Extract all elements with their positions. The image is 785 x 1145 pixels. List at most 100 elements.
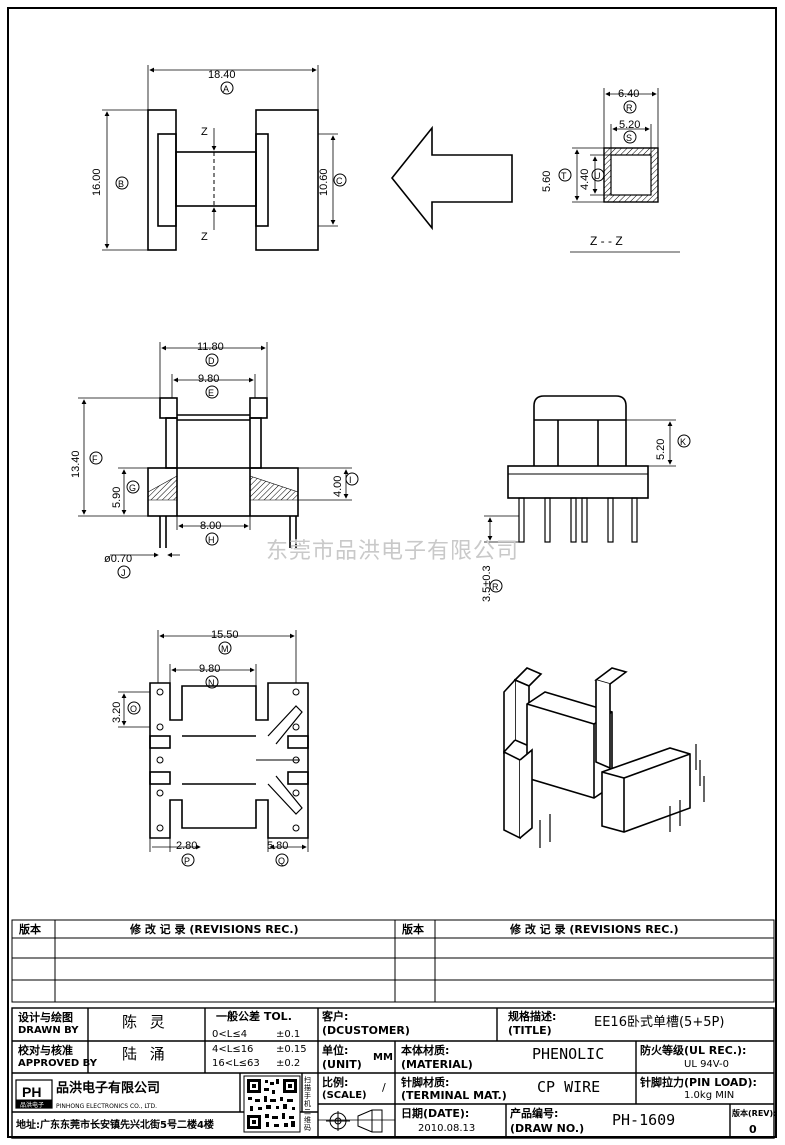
tol-range-1: 0<L≤4 xyxy=(212,1029,248,1040)
company-logo xyxy=(15,1079,53,1109)
section-label: Z - - Z xyxy=(590,234,623,248)
title-block xyxy=(11,1007,775,1139)
date-label: 日期(DATE): xyxy=(401,1107,470,1120)
dim-U-value: 4.40 xyxy=(579,169,591,190)
dim-F-value: 13.40 xyxy=(70,450,82,478)
tolerance-title: 一般公差 TOL. xyxy=(216,1010,292,1023)
material-value: PHENOLIC xyxy=(532,1045,605,1063)
dim-E-value: 9.80 xyxy=(198,373,219,385)
dim-R2-value: 3.5±0.3 xyxy=(481,565,493,602)
title-value: EE16卧式单槽(5+5P) xyxy=(594,1015,725,1030)
company-name-en: PINHONG ELECTRONICS CO., LTD. xyxy=(56,1103,158,1110)
dim-O-tag: O xyxy=(130,704,137,714)
tol-val-2: ±0.15 xyxy=(276,1044,307,1055)
scale-label-en: (SCALE) xyxy=(322,1090,367,1101)
dim-Q-tag: Q xyxy=(278,856,285,866)
flame-value: UL 94V-0 xyxy=(684,1059,730,1070)
dim-F-tag: F xyxy=(92,454,98,464)
dim-T-tag: T xyxy=(561,171,567,181)
logo-mark: PH xyxy=(22,1084,41,1100)
unit-label-en: (UNIT) xyxy=(322,1058,362,1071)
dim-K-tag: K xyxy=(680,437,686,447)
drawn-by-label-cn: 设计与绘图 xyxy=(18,1011,73,1024)
dim-P-tag: P xyxy=(184,856,190,866)
dim-B-tag: B xyxy=(118,179,124,189)
dim-S-value: 5.20 xyxy=(619,119,640,131)
flame-label: 防火等级(UL REC.): xyxy=(640,1044,747,1057)
dim-R2-tag: R xyxy=(492,582,499,592)
tol-range-2: 4<L≤16 xyxy=(212,1044,254,1055)
rev-col-version: 版本 xyxy=(19,923,41,936)
sheet-frame xyxy=(7,7,777,1138)
dim-G-tag: G xyxy=(129,483,136,493)
tol-range-3: 16<L≤63 xyxy=(212,1058,260,1069)
approved-by-name: 陆 涌 xyxy=(122,1045,169,1063)
draw-no-value: PH-1609 xyxy=(612,1111,676,1129)
section-z-bottom: Z xyxy=(201,231,208,243)
material-label-en: (MATERIAL) xyxy=(401,1058,473,1071)
draw-no-label-en: (DRAW NO.) xyxy=(510,1122,585,1135)
qr-caption: 扫描手机二维码 xyxy=(304,1076,311,1132)
dim-J-value: ø0.70 xyxy=(104,553,132,565)
dim-E-tag: E xyxy=(208,388,214,398)
approved-by-label-cn: 校对与核准 xyxy=(18,1044,73,1057)
dim-U-tag: U xyxy=(594,171,601,181)
side-view xyxy=(147,397,299,548)
dim-M-tag: M xyxy=(221,644,229,654)
terminal-value: CP WIRE xyxy=(537,1078,601,1096)
drawn-by-label-en: DRAWN BY xyxy=(18,1025,79,1036)
tol-val-3: ±0.2 xyxy=(276,1058,301,1069)
end-view xyxy=(507,395,649,543)
revisions-table xyxy=(11,919,775,1003)
scale-value: / xyxy=(382,1081,386,1094)
dim-T-value: 5.60 xyxy=(541,171,553,192)
terminal-label-en: (TERMINAL MAT.) xyxy=(401,1089,507,1102)
approved-by-label-en: APPROVED BY xyxy=(18,1058,97,1069)
scale-label-cn: 比例: xyxy=(322,1076,349,1089)
title-label-cn: 规格描述: xyxy=(508,1010,557,1023)
dim-J-tag: J xyxy=(121,568,126,578)
dim-O-value: 3.20 xyxy=(111,702,123,723)
drawn-by-name: 陈 灵 xyxy=(122,1013,169,1031)
rev-col-version-2: 版本 xyxy=(402,923,424,936)
bottom-view xyxy=(149,682,309,839)
rev-label: 版本(REV): xyxy=(732,1109,777,1118)
dim-G-value: 5.90 xyxy=(111,487,123,508)
rev-col-record: 修 改 记 录 (REVISIONS REC.) xyxy=(130,923,299,936)
dim-I-tag: I xyxy=(349,475,352,485)
dim-M-value: 15.50 xyxy=(211,629,239,641)
dim-D-value: 11.80 xyxy=(197,341,224,353)
customer-label-cn: 客户: xyxy=(322,1010,349,1023)
watermark: 东莞市品洪电子有限公司 xyxy=(265,539,519,564)
dim-A-tag: A xyxy=(223,84,229,94)
dim-A-value: 18.40 xyxy=(208,69,236,81)
isometric-view xyxy=(503,667,691,840)
dim-Q-value: 5.80 xyxy=(267,840,288,852)
customer-label-en: (DCUSTOMER) xyxy=(322,1024,410,1037)
section-zz-view xyxy=(603,147,659,203)
front-view xyxy=(147,109,319,251)
section-z-top: Z xyxy=(201,126,208,138)
date-value: 2010.08.13 xyxy=(418,1123,476,1134)
dim-N-value: 9.80 xyxy=(199,663,220,675)
dim-N-tag: N xyxy=(208,678,215,688)
unit-label-cn: 单位: xyxy=(322,1044,349,1057)
view-direction-arrow xyxy=(390,125,513,231)
dim-H-value: 8.00 xyxy=(200,520,221,532)
dim-D-tag: D xyxy=(208,356,215,366)
rev-value: 0 xyxy=(749,1123,757,1136)
dim-R-value: 6.40 xyxy=(618,88,639,100)
qr-code xyxy=(243,1075,301,1133)
rev-col-record-2: 修 改 记 录 (REVISIONS REC.) xyxy=(510,923,679,936)
title-label-en: (TITLE) xyxy=(508,1024,552,1037)
pin-load-value: 1.0kg MIN xyxy=(684,1090,735,1101)
dim-S-tag: S xyxy=(626,133,632,143)
company-address: 地址:广东东莞市长安镇先兴北街5号二楼4楼 xyxy=(16,1120,214,1131)
dim-B-value: 16.00 xyxy=(91,168,103,196)
unit-value: MM xyxy=(373,1052,393,1063)
logo-subtext: 品洪电子 xyxy=(20,1101,44,1109)
material-label-cn: 本体材质: xyxy=(401,1044,450,1057)
dim-P-value: 2.80 xyxy=(176,840,197,852)
